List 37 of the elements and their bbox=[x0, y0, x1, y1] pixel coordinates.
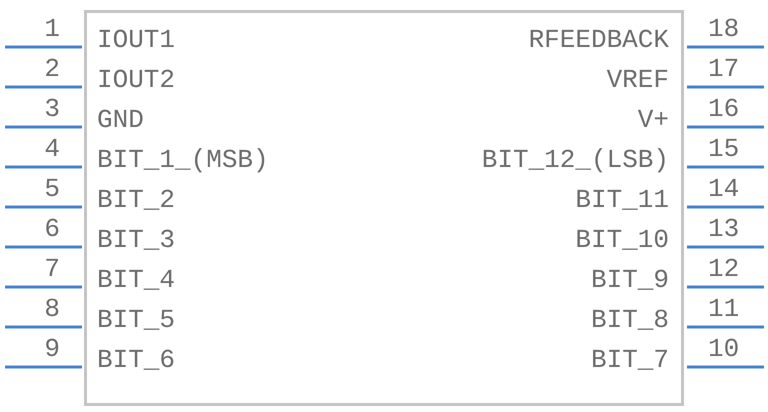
pin-number: 5 bbox=[44, 174, 60, 204]
pin-number: 3 bbox=[44, 94, 60, 124]
pin-name: BIT_5 bbox=[97, 305, 176, 335]
pin-name: BIT_3 bbox=[97, 225, 176, 255]
pin-name: IOUT1 bbox=[97, 25, 176, 55]
pin-name: V+ bbox=[638, 105, 669, 135]
pin-number: 6 bbox=[44, 214, 60, 244]
pin-number: 18 bbox=[708, 14, 740, 44]
pin-number: 1 bbox=[44, 14, 60, 44]
pin-name: VREF bbox=[606, 65, 669, 95]
ic-body bbox=[84, 10, 684, 406]
pin-number: 15 bbox=[708, 134, 740, 164]
pin-number: 8 bbox=[44, 294, 60, 324]
pin-number: 9 bbox=[44, 334, 60, 364]
pin-name: GND bbox=[97, 105, 144, 135]
pin-number: 12 bbox=[708, 254, 740, 284]
pin-name: IOUT2 bbox=[97, 65, 176, 95]
pin-number: 16 bbox=[708, 94, 740, 124]
pin-name: BIT_8 bbox=[590, 305, 669, 335]
pin-number: 17 bbox=[708, 54, 740, 84]
pin-name: BIT_10 bbox=[575, 225, 669, 255]
pin-name: BIT_4 bbox=[97, 265, 176, 295]
pin-name: BIT_12_(LSB) bbox=[482, 145, 669, 175]
pin-name: BIT_1_(MSB) bbox=[97, 145, 269, 175]
pin-number: 13 bbox=[708, 214, 740, 244]
pin-name: RFEEDBACK bbox=[528, 25, 669, 55]
pin-number: 4 bbox=[44, 134, 60, 164]
pin-name: BIT_11 bbox=[575, 185, 669, 215]
pin-name: BIT_2 bbox=[97, 185, 176, 215]
pin-name: BIT_6 bbox=[97, 345, 176, 375]
pin-name: BIT_7 bbox=[590, 345, 669, 375]
pin-number: 10 bbox=[708, 334, 740, 364]
pin-number: 11 bbox=[708, 294, 740, 324]
pin-number: 2 bbox=[44, 54, 60, 84]
pin-name: BIT_9 bbox=[590, 265, 669, 295]
pin-number: 7 bbox=[44, 254, 60, 284]
pin-number: 14 bbox=[708, 174, 740, 204]
